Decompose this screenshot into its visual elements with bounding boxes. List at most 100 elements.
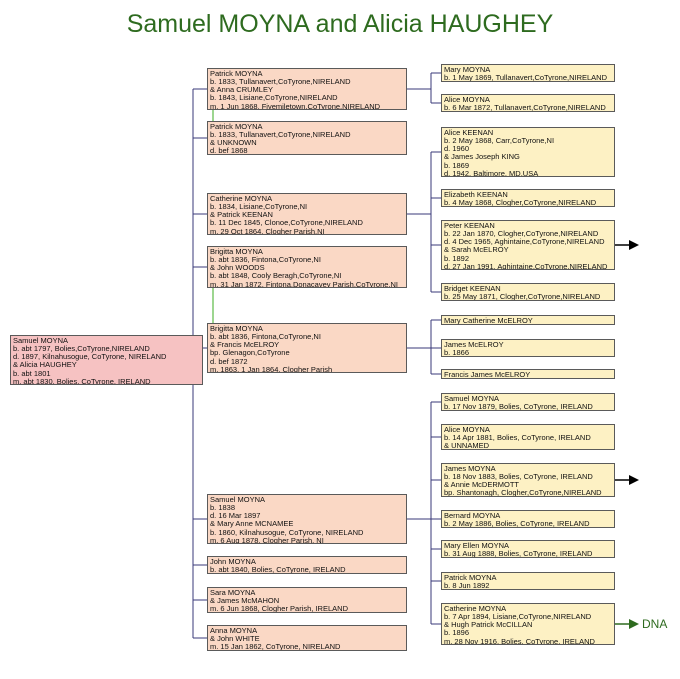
person-detail: b. 1834, Lisiane,CoTyrone,NI (210, 201, 308, 211)
person-name: Patrick MOYNA (210, 68, 263, 78)
person-detail: m. 28 Nov 1916, Bolies, CoTyrone, IRELAN… (444, 636, 595, 645)
person-detail: & Patrick KEENAN (210, 210, 273, 220)
person-name: Sara MOYNA (210, 587, 256, 597)
person-name: Alice MOYNA (444, 94, 490, 104)
person-detail: m. 15 Jan 1862, CoTyrone, NIRELAND (210, 642, 341, 651)
person-detail: & Alicia HAUGHEY (13, 360, 77, 370)
person-detail: b. 14 Apr 1881, Bolies, CoTyrone, IRELAN… (444, 432, 591, 442)
person-name: Patrick MOYNA (444, 572, 497, 582)
person-detail: b. 1 May 1869, Tullanavert,CoTyrone,NIRE… (444, 72, 607, 82)
grandchild-box-francis-james-mcelroy[interactable]: Francis James McELROY (441, 369, 615, 379)
person-detail: & UNNAMED (444, 441, 490, 450)
person-detail: b. 18 Nov 1883, Bolies, CoTyrone, IRELAN… (444, 471, 593, 481)
person-detail: m. 29 Oct 1864, Clogher Parish,NI (210, 226, 325, 235)
person-detail: b. 1896 (444, 628, 470, 638)
person-detail: b. 1860, Kilnahusogue, CoTyrone, NIRELAN… (210, 527, 364, 537)
person-detail: d. 1897, Kilnahusogue, CoTyrone, NIRELAN… (13, 352, 167, 362)
person-detail: b. abt 1848, Cooly Beragh,CoTyrone,NI (210, 271, 342, 281)
person-detail: & John WHITE (210, 633, 260, 643)
person-detail: b. 31 Aug 1888, Bolies, CoTyrone, IRELAN… (444, 548, 593, 558)
person-detail: & Annie McDERMOTT (444, 480, 520, 490)
dna-arrow-icon[interactable] (629, 619, 639, 629)
person-name: Peter KEENAN (444, 220, 495, 230)
person-detail: & Anna CRUMLEY (210, 85, 273, 95)
person-name: Alice KEENAN (444, 127, 494, 137)
person-detail: b. abt 1836, Fintona,CoTyrone,NI (210, 254, 321, 264)
person-name: Bernard MOYNA (444, 510, 501, 520)
person-name: Francis James McELROY (444, 369, 531, 379)
person-detail: d. 1960 (444, 144, 470, 154)
person-detail: bp. Glenagon,CoTyrone (210, 348, 290, 358)
person-detail: & Mary Anne MCNAMEE (210, 519, 294, 529)
person-detail: b. 4 May 1868, Clogher,CoTyrone,NIRELAND (444, 197, 597, 207)
person-detail: b. 7 Apr 1894, Lisiane,CoTyrone,NIRELAND (444, 611, 592, 621)
person-detail: b. 25 May 1871, Clogher,CoTyrone,NIRELAN… (444, 291, 601, 301)
person-detail: & Sarah McELROY (444, 245, 509, 255)
person-detail: d. 4 Dec 1965, Aghintaine,CoTyrone,NIREL… (444, 237, 605, 247)
person-detail: b. 22 Jan 1870, Clogher,CoTyrone,NIRELAN… (444, 228, 599, 238)
person-detail: b. 6 Mar 1872, Tullanavert,CoTyrone,NIRE… (444, 102, 606, 112)
person-name: Catherine MOYNA (444, 603, 507, 613)
person-detail: b. 8 Jun 1892 (444, 580, 490, 590)
person-detail: d. bef 1872 (210, 356, 248, 366)
chart-title: Samuel MOYNA and Alicia HAUGHEY (126, 10, 554, 38)
person-detail: b. 1838 (210, 502, 236, 512)
person-detail: d. 16 Mar 1897 (210, 511, 261, 521)
person-detail: d. bef 1868 (210, 146, 248, 155)
person-detail: m. 6 Aug 1878, Clogher Parish, NI (210, 535, 324, 544)
person-detail: b. 1892 (444, 253, 470, 263)
person-detail: b. abt 1840, Bolies, CoTyrone, IRELAND (210, 564, 346, 574)
person-name: Bridget KEENAN (444, 283, 501, 293)
person-detail: b. 1866 (444, 347, 470, 357)
person-detail: b. 2 May 1886, Bolies, CoTyrone, IRELAND (444, 518, 590, 528)
person-detail: & Francis McELROY (210, 340, 280, 350)
person-detail: m. 1 Jun 1868, Fivemiletown,CoTyrone,NIR… (210, 101, 381, 110)
person-name: Catherine MOYNA (210, 193, 273, 203)
grandchild-box-mary-catherine-mcelroy[interactable]: Mary Catherine McELROY (441, 315, 615, 325)
person-detail: & James McMAHON (210, 595, 280, 605)
expand-arrow-icon[interactable] (629, 240, 639, 250)
person-name: James MOYNA (444, 463, 496, 473)
person-detail: & Hugh Patrick McCILLAN (444, 620, 533, 630)
person-detail: d. 1942, Baltimore, MD,USA (444, 168, 539, 177)
person-name: Samuel MOYNA (444, 393, 500, 403)
person-name: Alice MOYNA (444, 424, 490, 434)
person-name: James McELROY (444, 339, 504, 349)
person-detail: & John WOODS (210, 263, 265, 273)
person-detail: b. abt 1801 (13, 368, 51, 378)
person-name: Mary Catherine McELROY (444, 315, 533, 325)
person-detail: b. 2 May 1868, Carr,CoTyrone,NI (444, 135, 555, 145)
person-detail: d. 27 Jan 1991, Aghintaine,CoTyrone,NIRE… (444, 261, 608, 270)
person-detail: b. 1833, Tullanavert,CoTyrone,NIRELAND (210, 76, 351, 86)
expand-arrow-icon[interactable] (629, 475, 639, 485)
person-name: Brigitta MOYNA (210, 323, 263, 333)
person-detail: b. 1869 (444, 160, 470, 170)
person-detail: m. abt 1830, Bolies, CoTyrone, IRELAND (13, 376, 151, 385)
dna-label: DNA (642, 617, 668, 631)
person-detail: bp. Shantonagh, Clogher,CoTyrone,NIRELAN… (444, 488, 602, 497)
